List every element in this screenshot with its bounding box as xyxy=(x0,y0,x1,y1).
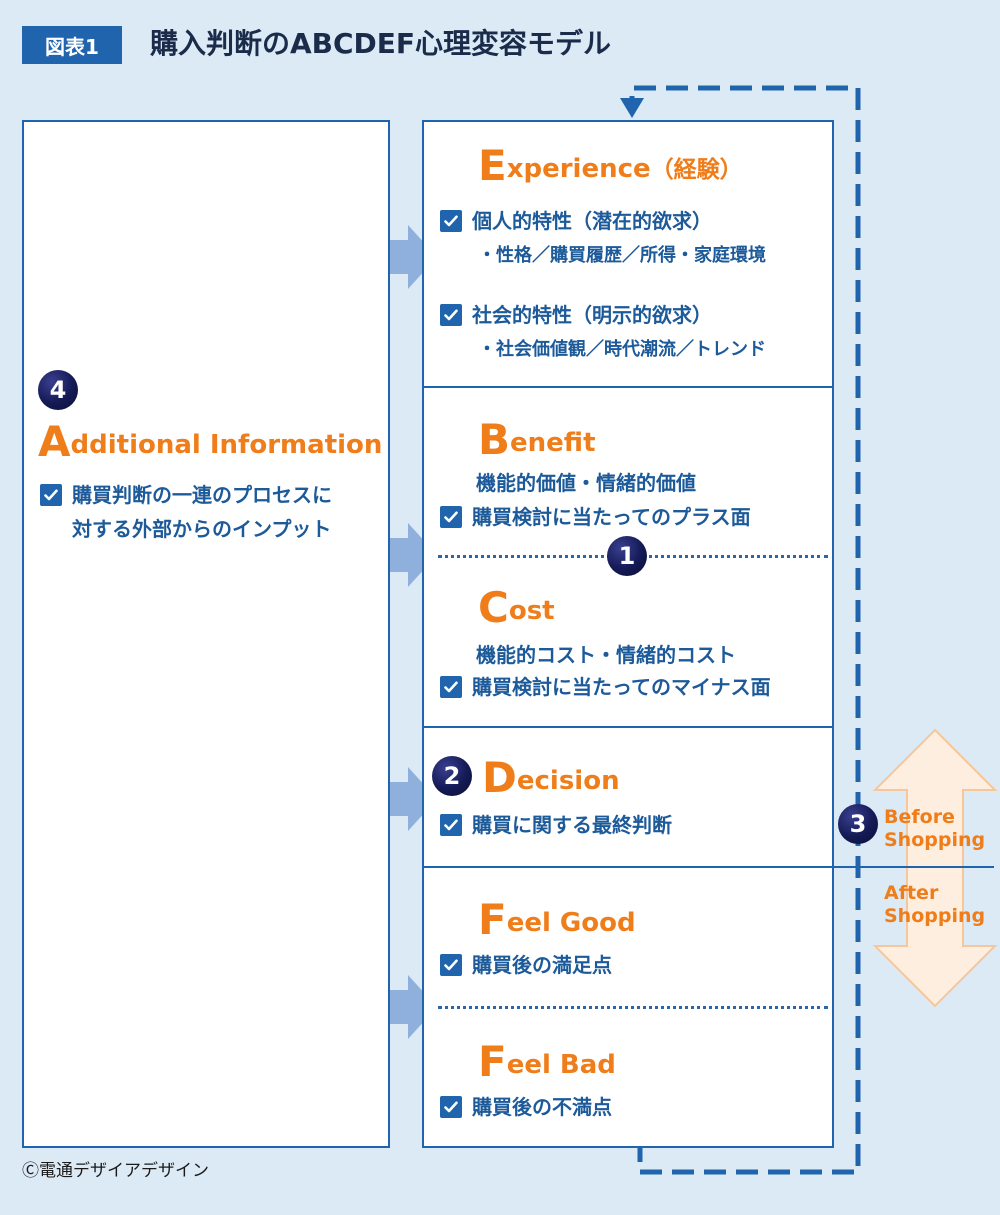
experience-item2-label: 社会的特性（明示的欲求） xyxy=(472,303,712,327)
after-line1: After xyxy=(884,882,939,904)
process-box xyxy=(422,120,834,1148)
experience-item-2: 社会的特性（明示的欲求） xyxy=(440,300,712,330)
after-line2: Shopping xyxy=(884,905,986,927)
feel-good-title: Feel Good xyxy=(478,899,636,943)
decision-item-label: 購買に関する最終判断 xyxy=(472,813,672,837)
badge-4: 4 xyxy=(38,370,78,410)
additional-initial: A xyxy=(38,417,71,466)
cost-item-label: 購買検討に当たってのマイナス面 xyxy=(472,675,771,699)
benefit-item-label: 購買検討に当たってのプラス面 xyxy=(472,505,751,529)
divider-benefit-cost xyxy=(422,726,834,728)
feel-good-rest: eel Good xyxy=(506,908,636,938)
feel-good-item: 購買後の満足点 xyxy=(440,950,612,980)
cost-initial: C xyxy=(478,583,509,632)
benefit-initial: B xyxy=(478,415,511,464)
decision-initial: D xyxy=(482,753,517,802)
decision-item: 購買に関する最終判断 xyxy=(440,810,672,840)
experience-item2-sub: ・社会価値観／時代潮流／トレンド xyxy=(478,339,766,360)
cost-rest: ost xyxy=(508,596,555,626)
divider-before-after xyxy=(422,866,994,868)
feedback-loop-arrowhead xyxy=(620,98,644,118)
additional-info-title: Additional Information xyxy=(38,421,383,465)
badge-3: 3 xyxy=(838,804,878,844)
experience-item1-sub: ・性格／購買履歴／所得・家庭環境 xyxy=(478,245,766,266)
experience-initial: E xyxy=(478,141,507,190)
benefit-item: 購買検討に当たってのプラス面 xyxy=(440,502,751,532)
additional-line1: 購買判断の一連のプロセスに xyxy=(72,483,332,507)
before-line1: Before xyxy=(884,806,955,828)
benefit-title: Benefit xyxy=(478,419,596,463)
divider-experience xyxy=(422,386,834,388)
experience-title: Experience（経験） xyxy=(478,145,743,190)
benefit-rest: enefit xyxy=(510,428,596,458)
additional-info-box xyxy=(22,120,390,1148)
experience-rest: xperience xyxy=(506,154,651,184)
feel-good-initial: F xyxy=(478,895,507,944)
check-icon xyxy=(440,814,462,836)
before-shopping-label: Before Shopping xyxy=(884,806,985,852)
feel-bad-rest: eel Bad xyxy=(506,1050,616,1080)
check-icon xyxy=(40,484,62,506)
check-icon xyxy=(440,210,462,232)
badge-1: 1 xyxy=(607,536,647,576)
experience-item-1: 個人的特性（潜在的欲求） xyxy=(440,206,712,236)
before-line2: Shopping xyxy=(884,829,986,851)
decision-rest: ecision xyxy=(516,766,620,796)
copyright-credit: Ⓒ電通デザイアデザイン xyxy=(22,1161,209,1181)
check-icon xyxy=(440,954,462,976)
decision-title: Decision xyxy=(482,757,620,801)
feel-good-item-label: 購買後の満足点 xyxy=(472,953,612,977)
additional-item: 購買判断の一連のプロセスに xyxy=(40,480,332,510)
check-icon xyxy=(440,304,462,326)
feel-bad-initial: F xyxy=(478,1037,507,1086)
experience-paren: （経験） xyxy=(650,157,743,183)
benefit-line1: 機能的価値・情緒的価値 xyxy=(476,471,696,495)
before-after-double-arrow xyxy=(872,728,998,1008)
feel-dotted-divider xyxy=(438,1006,828,1009)
cost-item: 購買検討に当たってのマイナス面 xyxy=(440,672,771,702)
page-title: 購入判断のABCDEF心理変容モデル xyxy=(150,27,612,60)
check-icon xyxy=(440,676,462,698)
feel-bad-item: 購買後の不満点 xyxy=(440,1092,612,1122)
feel-bad-item-label: 購買後の不満点 xyxy=(472,1095,612,1119)
check-icon xyxy=(440,1096,462,1118)
badge-2: 2 xyxy=(432,756,472,796)
check-icon xyxy=(440,506,462,528)
additional-rest: dditional Information xyxy=(70,430,383,460)
feel-bad-title: Feel Bad xyxy=(478,1041,616,1085)
cost-title: Cost xyxy=(478,587,555,631)
after-shopping-label: After Shopping xyxy=(884,882,985,928)
figure-label: 図表1 xyxy=(22,26,122,64)
experience-item1-label: 個人的特性（潜在的欲求） xyxy=(472,209,712,233)
additional-line2: 対する外部からのインプット xyxy=(72,517,332,541)
cost-line1: 機能的コスト・情緒的コスト xyxy=(476,643,736,667)
